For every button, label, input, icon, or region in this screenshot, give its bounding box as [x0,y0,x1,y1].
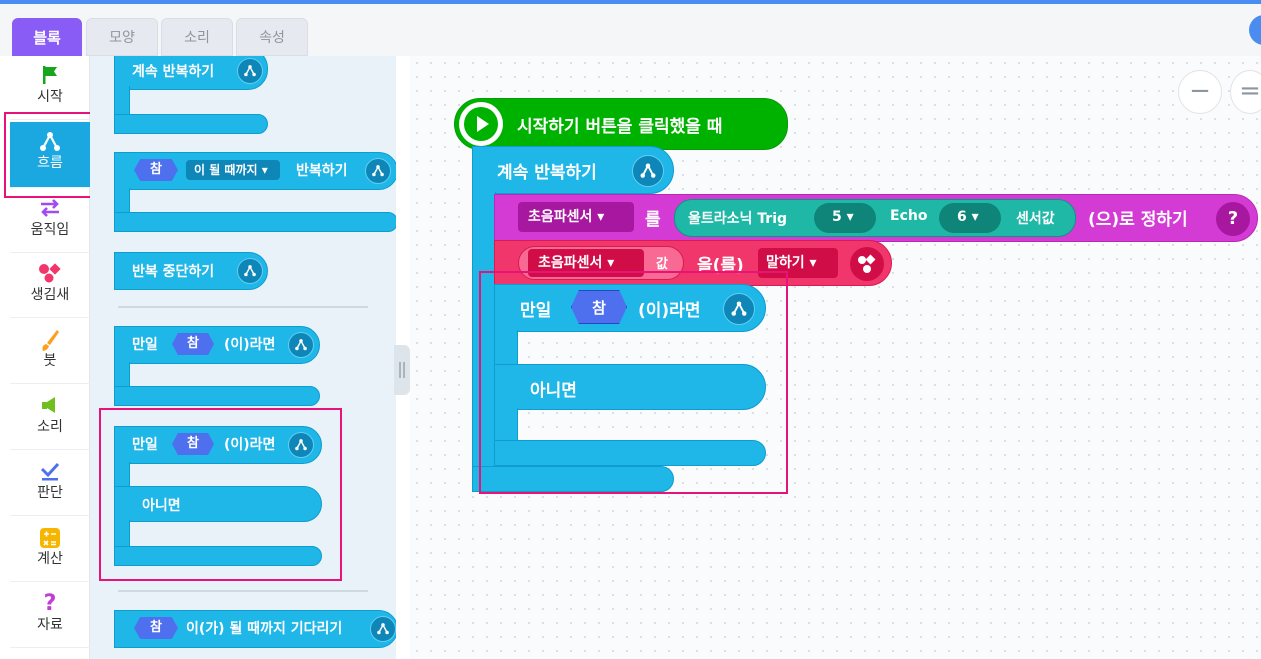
script-forever-bottom [472,466,674,492]
flow-icon [237,258,263,284]
category-looks[interactable]: 생김새 [10,254,90,318]
zoom-out-button[interactable]: − [1178,70,1222,114]
flow-icon [632,155,664,187]
set-variable-dropdown[interactable]: 초음파센서 ▾ [518,202,634,232]
palette-divider [118,590,368,592]
palette-ifelse-condition[interactable]: 참 [172,433,214,455]
flow-category-highlight [4,112,96,198]
category-start[interactable]: 시작 [10,56,90,120]
tab-blocks[interactable]: 블록 [12,18,82,56]
shapes-icon [10,254,90,284]
palette-repeat-until-dropdown[interactable]: 이 될 때까지 ▾ [186,160,280,180]
palette-if-suffix: (이)라면 [224,337,276,353]
variable-value-label: 값 [656,257,668,272]
zoom-reset-button[interactable]: = [1230,70,1261,114]
say-variable-dropdown[interactable]: 초음파센서 ▾ [528,249,644,277]
user-avatar[interactable] [1249,15,1261,45]
flow-icon [288,332,314,358]
palette-else-section [114,486,322,522]
script-if-condition[interactable]: 참 [571,290,627,324]
palette-if-bottom [114,386,320,406]
palette-else-arm [114,520,130,550]
palette-divider [118,306,368,308]
ultrasonic-sensor-block[interactable] [674,199,1076,237]
echo-pin-dropdown[interactable]: 6 ▾ [939,203,1001,233]
speaker-icon [10,386,90,416]
flow-icon [237,58,263,84]
flow-icon [10,122,90,152]
palette-repeat-until-label: 반복하기 [296,163,348,179]
play-icon [459,102,503,146]
palette-ifelse-label: 만일 [132,437,158,453]
category-sidebar: 시작 흐름 움직임 생김새 붓 소리 판단 계산 ? 자료 [10,56,90,659]
palette-wait-label: 이(가) 될 때까지 기다리기 [186,621,343,637]
palette-if-condition[interactable]: 참 [172,333,214,355]
palette-ifelse-arm [114,462,130,490]
ifelse-script-highlight [479,271,788,494]
flow-icon [370,616,396,642]
script-if-bottom [494,440,766,466]
script-else-arm [494,408,518,444]
tab-properties[interactable]: 속성 [236,18,308,56]
category-data[interactable]: ? 자료 [10,584,90,648]
palette-forever-label: 계속 반복하기 [132,64,215,80]
top-accent-bar [0,0,1261,4]
script-forever-label: 계속 반복하기 [497,163,597,183]
palette-break-loop-label: 반복 중단하기 [132,264,215,280]
palette-forever-arm [114,86,130,120]
script-else-label: 아니면 [530,381,577,401]
script-if-suffix: (이)라면 [638,301,701,321]
flow-icon [288,432,314,458]
palette-if-top[interactable] [114,326,320,364]
hat-label: 시작하기 버튼을 클릭했을 때 [517,117,723,137]
question-icon: ? [1216,202,1250,236]
shapes-icon [850,247,884,281]
flow-icon [723,293,755,325]
palette-repeat-until-bottom [114,212,396,232]
flag-icon [10,56,90,86]
palette-ifelse-bottom [114,546,322,566]
set-variable-particle: 를 [645,210,661,230]
palette-wait-condition[interactable]: 참 [134,617,178,639]
category-judgement[interactable]: 판단 [10,452,90,516]
say-mode-dropdown[interactable]: 말하기 ▾ [758,248,838,278]
check-icon [10,452,90,482]
ifelse-palette-highlight [99,408,342,581]
script-if-top[interactable] [494,284,766,332]
tab-shapes[interactable]: 모양 [86,18,158,56]
category-brush[interactable]: 붓 [10,320,90,384]
script-if-arm [494,330,518,366]
flow-icon [365,158,391,184]
palette-resize-handle[interactable] [394,345,410,395]
palette-repeat-until-arm [114,188,130,218]
question-icon: ? [43,591,57,616]
script-else-section [494,364,766,410]
palette-forever-bottom [114,114,268,134]
sensor-value-label: 센서값 [1016,211,1055,227]
echo-label: Echo [890,208,928,224]
palette-else-label: 아니면 [142,498,181,514]
palette-repeat-until-condition[interactable]: 참 [134,159,178,181]
category-flow[interactable]: 흐름 [10,122,90,188]
category-calculation[interactable]: 계산 [10,518,90,582]
arrows-icon [10,189,90,219]
script-if-label: 만일 [520,301,552,321]
brush-icon [10,320,90,351]
block-palette: 계속 반복하기 참 이 될 때까지 ▾ 반복하기 반복 중단하기 만일 참 (이… [90,56,396,659]
editor-tabs: 블록 모양 소리 속성 [0,4,1261,56]
tab-sounds[interactable]: 소리 [161,18,233,56]
category-sound[interactable]: 소리 [10,386,90,450]
palette-if-label: 만일 [132,337,158,353]
category-motion[interactable]: 움직임 [10,189,90,253]
sensor-name-label: 울트라소닉 Trig [688,211,788,227]
palette-ifelse-suffix: (이)라면 [224,437,276,453]
trig-pin-dropdown[interactable]: 5 ▾ [814,203,876,233]
set-variable-suffix: (으)로 정하기 [1088,210,1188,230]
calculator-icon [10,518,90,548]
palette-ifelse-top[interactable] [114,426,322,464]
palette-if-arm [114,362,130,392]
